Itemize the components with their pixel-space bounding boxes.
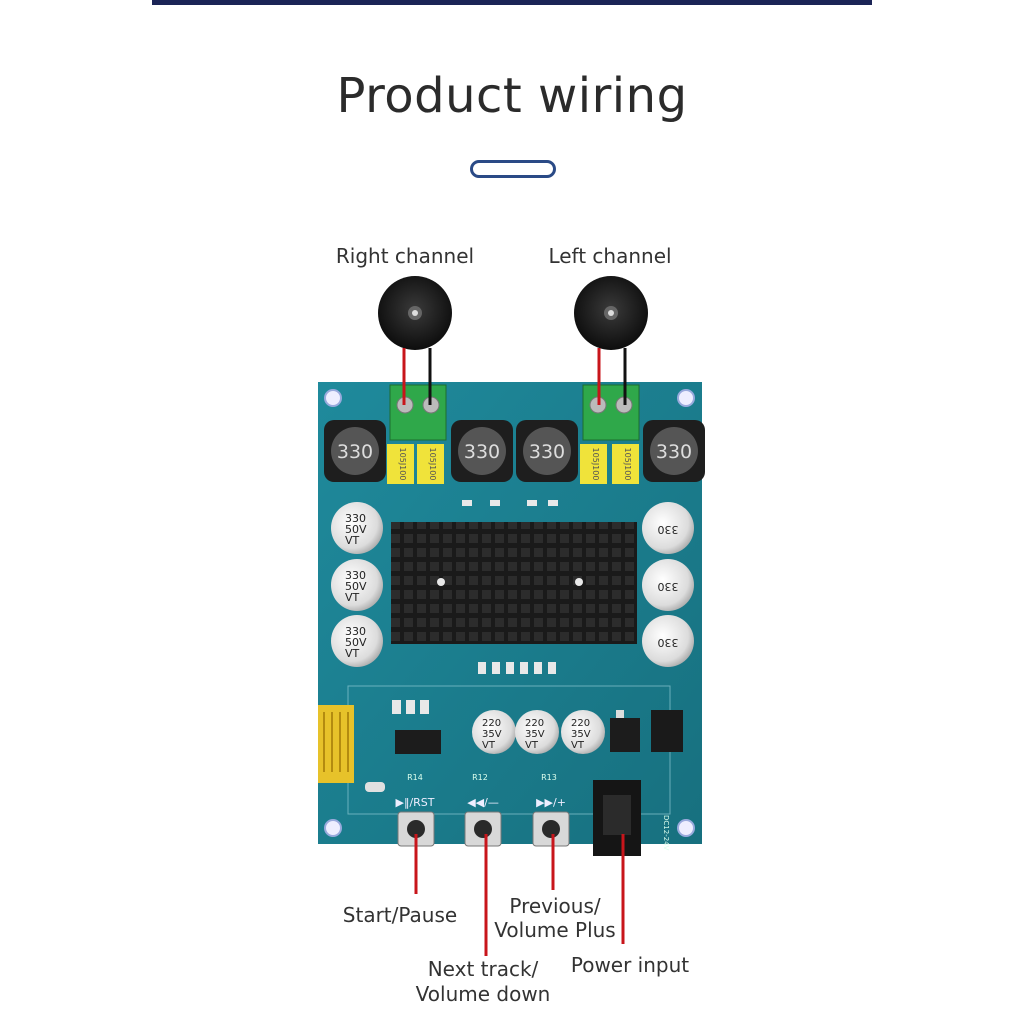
resistor-mark: R13	[541, 773, 557, 782]
cap-type: VT	[482, 740, 496, 751]
left-capacitors: 330 50V VT 330 50V VT 330 50V VT	[331, 502, 383, 667]
smd-components	[392, 500, 558, 714]
cap-voltage: 35V	[482, 729, 502, 740]
cap-value: 330	[345, 625, 366, 638]
cap-voltage: 50V	[345, 523, 367, 536]
cap-voltage: 50V	[345, 580, 367, 593]
previous-label-line2: Volume Plus	[494, 918, 616, 942]
top-accent-bar	[152, 0, 872, 5]
cap-value: 220	[571, 718, 590, 729]
heatsink	[391, 522, 637, 644]
next-track-label-line2: Volume down	[415, 982, 551, 1006]
power-input-label: Power input	[570, 953, 690, 977]
cap-voltage: 35V	[525, 729, 545, 740]
button-mark: ▶▶/+	[536, 796, 566, 809]
button-mark: ◀◀/—	[467, 796, 499, 809]
right-channel-label: Right channel	[335, 244, 475, 268]
cap-type: VT	[525, 740, 539, 751]
inductor-value: 330	[464, 441, 500, 463]
cap-value: 330	[345, 512, 366, 525]
main-chip	[365, 730, 441, 792]
inductor-1: 330	[324, 420, 386, 482]
small-capacitors: 220 35V VT 220 35V VT 220 35V VT	[472, 710, 605, 754]
power-jack: DC12-24V	[593, 780, 670, 856]
left-channel-label: Left channel	[548, 244, 672, 268]
cap-value: 330	[658, 523, 679, 536]
film-cap-mark: 105J100	[623, 448, 632, 481]
cap-type: VT	[345, 534, 360, 547]
resistor-mark: R14	[407, 773, 423, 782]
right-terminal-block	[389, 384, 447, 441]
cap-value: 330	[658, 636, 679, 649]
cap-voltage: 35V	[571, 729, 591, 740]
start-pause-button	[397, 811, 435, 847]
previous-label-line1: Previous/	[509, 894, 601, 918]
inductor-4: 330	[643, 420, 705, 482]
next-track-label-line1: Next track/	[427, 957, 539, 981]
cap-value: 220	[482, 718, 501, 729]
next-volume-down-button	[464, 811, 502, 847]
inductor-value: 330	[337, 441, 373, 463]
left-terminal-block	[582, 384, 640, 441]
cap-type: VT	[571, 740, 585, 751]
previous-volume-plus-button	[532, 811, 570, 847]
bluetooth-antenna	[318, 705, 354, 783]
left-speaker	[574, 276, 648, 350]
button-mark: ▶‖/RST	[395, 796, 434, 809]
page-title: Product wiring	[336, 68, 688, 124]
inductor-value: 330	[529, 441, 565, 463]
film-capacitors: 105J100 105J100 105J100 105J100	[387, 444, 639, 484]
cap-type: VT	[345, 647, 360, 660]
inductor-3: 330	[516, 420, 578, 482]
film-cap-mark: 105J100	[591, 448, 600, 481]
cap-voltage: 50V	[345, 636, 367, 649]
start-pause-label: Start/Pause	[342, 903, 458, 927]
right-speaker	[378, 276, 452, 350]
film-cap-mark: 105J100	[398, 448, 407, 481]
resistor-mark: R12	[472, 773, 488, 782]
inductor-2: 330	[451, 420, 513, 482]
inductor-value: 330	[656, 441, 692, 463]
title-divider-pill	[470, 160, 556, 178]
cap-value: 330	[658, 580, 679, 593]
power-mark: DC12-24V	[662, 815, 670, 851]
cap-value: 220	[525, 718, 544, 729]
film-cap-mark: 105J100	[428, 448, 437, 481]
cap-type: VT	[345, 591, 360, 604]
right-capacitors: 330 330 330	[642, 502, 694, 667]
voltage-regulator	[610, 710, 683, 752]
cap-value: 330	[345, 569, 366, 582]
